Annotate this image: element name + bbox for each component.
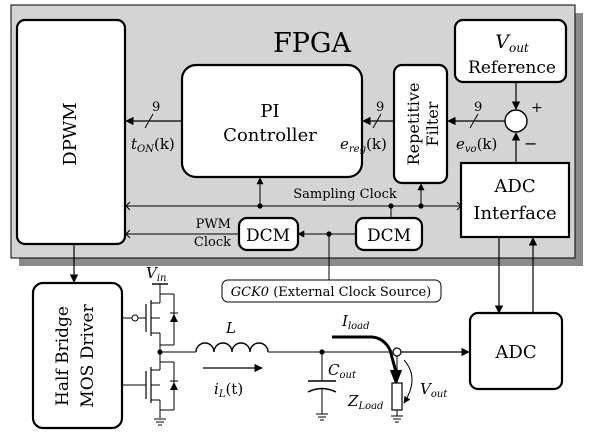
fpga-title: FPGA bbox=[273, 28, 351, 59]
evo-label: evo(k) bbox=[456, 135, 497, 155]
inductor bbox=[195, 342, 269, 353]
iload-arrowhead bbox=[390, 370, 402, 386]
pwm-clock-tick bbox=[125, 229, 131, 239]
gate-inverter-bubble bbox=[131, 314, 139, 322]
vout-reference-block bbox=[453, 18, 568, 84]
cap-plate-bottom bbox=[307, 387, 337, 393]
dpwm-block bbox=[15, 18, 127, 246]
iload-arrow bbox=[332, 335, 398, 373]
vref-label-line1: Vout bbox=[495, 31, 529, 55]
low-side-mosfet bbox=[145, 352, 178, 418]
sampling-clock-adc-tick bbox=[456, 201, 462, 211]
high-side-mosfet bbox=[145, 293, 178, 352]
ground-cap bbox=[316, 413, 328, 421]
sampling-clock-dpwm-tick bbox=[125, 201, 131, 211]
zload-label: ZLoad bbox=[347, 392, 383, 412]
gck-box bbox=[221, 279, 442, 303]
vref-label-line2: Reference bbox=[468, 58, 556, 78]
gck-label: GCK0 (External Clock Source) bbox=[231, 285, 432, 300]
pi-label-line1: PI bbox=[260, 101, 279, 122]
ereg-label: ereg(k) bbox=[340, 135, 387, 155]
output-node bbox=[392, 347, 402, 357]
vin-label: Vin bbox=[146, 264, 166, 284]
evo-bus-width: 9 bbox=[474, 100, 482, 115]
repetitive-label-line2: Filter bbox=[423, 101, 442, 146]
adc-block bbox=[468, 311, 564, 391]
ton-bus-width: 9 bbox=[152, 100, 160, 115]
adc-interface-block bbox=[459, 161, 571, 239]
driver-label-line1: Half Bridge bbox=[53, 306, 73, 406]
ereg-bus-width: 9 bbox=[376, 100, 384, 115]
il-label: iL(t) bbox=[214, 380, 243, 400]
summing-junction bbox=[504, 109, 528, 133]
adc-label: ADC bbox=[494, 342, 536, 363]
inductor-label: L bbox=[225, 319, 236, 337]
clock-label: Clock bbox=[194, 235, 231, 250]
ton-bus-slash bbox=[144, 113, 154, 129]
dcm-left-label: DCM bbox=[246, 226, 290, 246]
repetitive-label-line1: Repetitive bbox=[404, 83, 423, 166]
driver-label-line2: MOS Driver bbox=[78, 303, 98, 407]
vout-arc-arrow bbox=[403, 359, 413, 404]
vout-label: Vout bbox=[420, 380, 448, 400]
mos-driver-block bbox=[31, 281, 124, 430]
sum-minus: − bbox=[524, 134, 537, 153]
sum-plus: + bbox=[531, 100, 543, 116]
ton-label: tON(k) bbox=[131, 135, 175, 155]
zload-resistor bbox=[391, 382, 403, 411]
ground-load bbox=[391, 415, 403, 423]
pwm-label: PWM bbox=[196, 217, 231, 232]
adc-interface-line1: ADC bbox=[493, 176, 535, 197]
adc-interface-line2: Interface bbox=[473, 203, 556, 224]
iload-label: Iload bbox=[341, 312, 370, 332]
evo-bus-slash bbox=[469, 113, 479, 129]
ereg-bus-slash bbox=[372, 113, 382, 129]
repetitive-filter-block bbox=[392, 63, 449, 185]
pi-label-line2: Controller bbox=[223, 125, 317, 146]
cout-label: Cout bbox=[328, 361, 357, 381]
dpwm-label: DPWM bbox=[60, 102, 81, 165]
dcm-right-label: DCM bbox=[367, 226, 411, 246]
ground-low-side bbox=[154, 418, 166, 426]
sampling-clock-label: Sampling Clock bbox=[293, 187, 397, 202]
